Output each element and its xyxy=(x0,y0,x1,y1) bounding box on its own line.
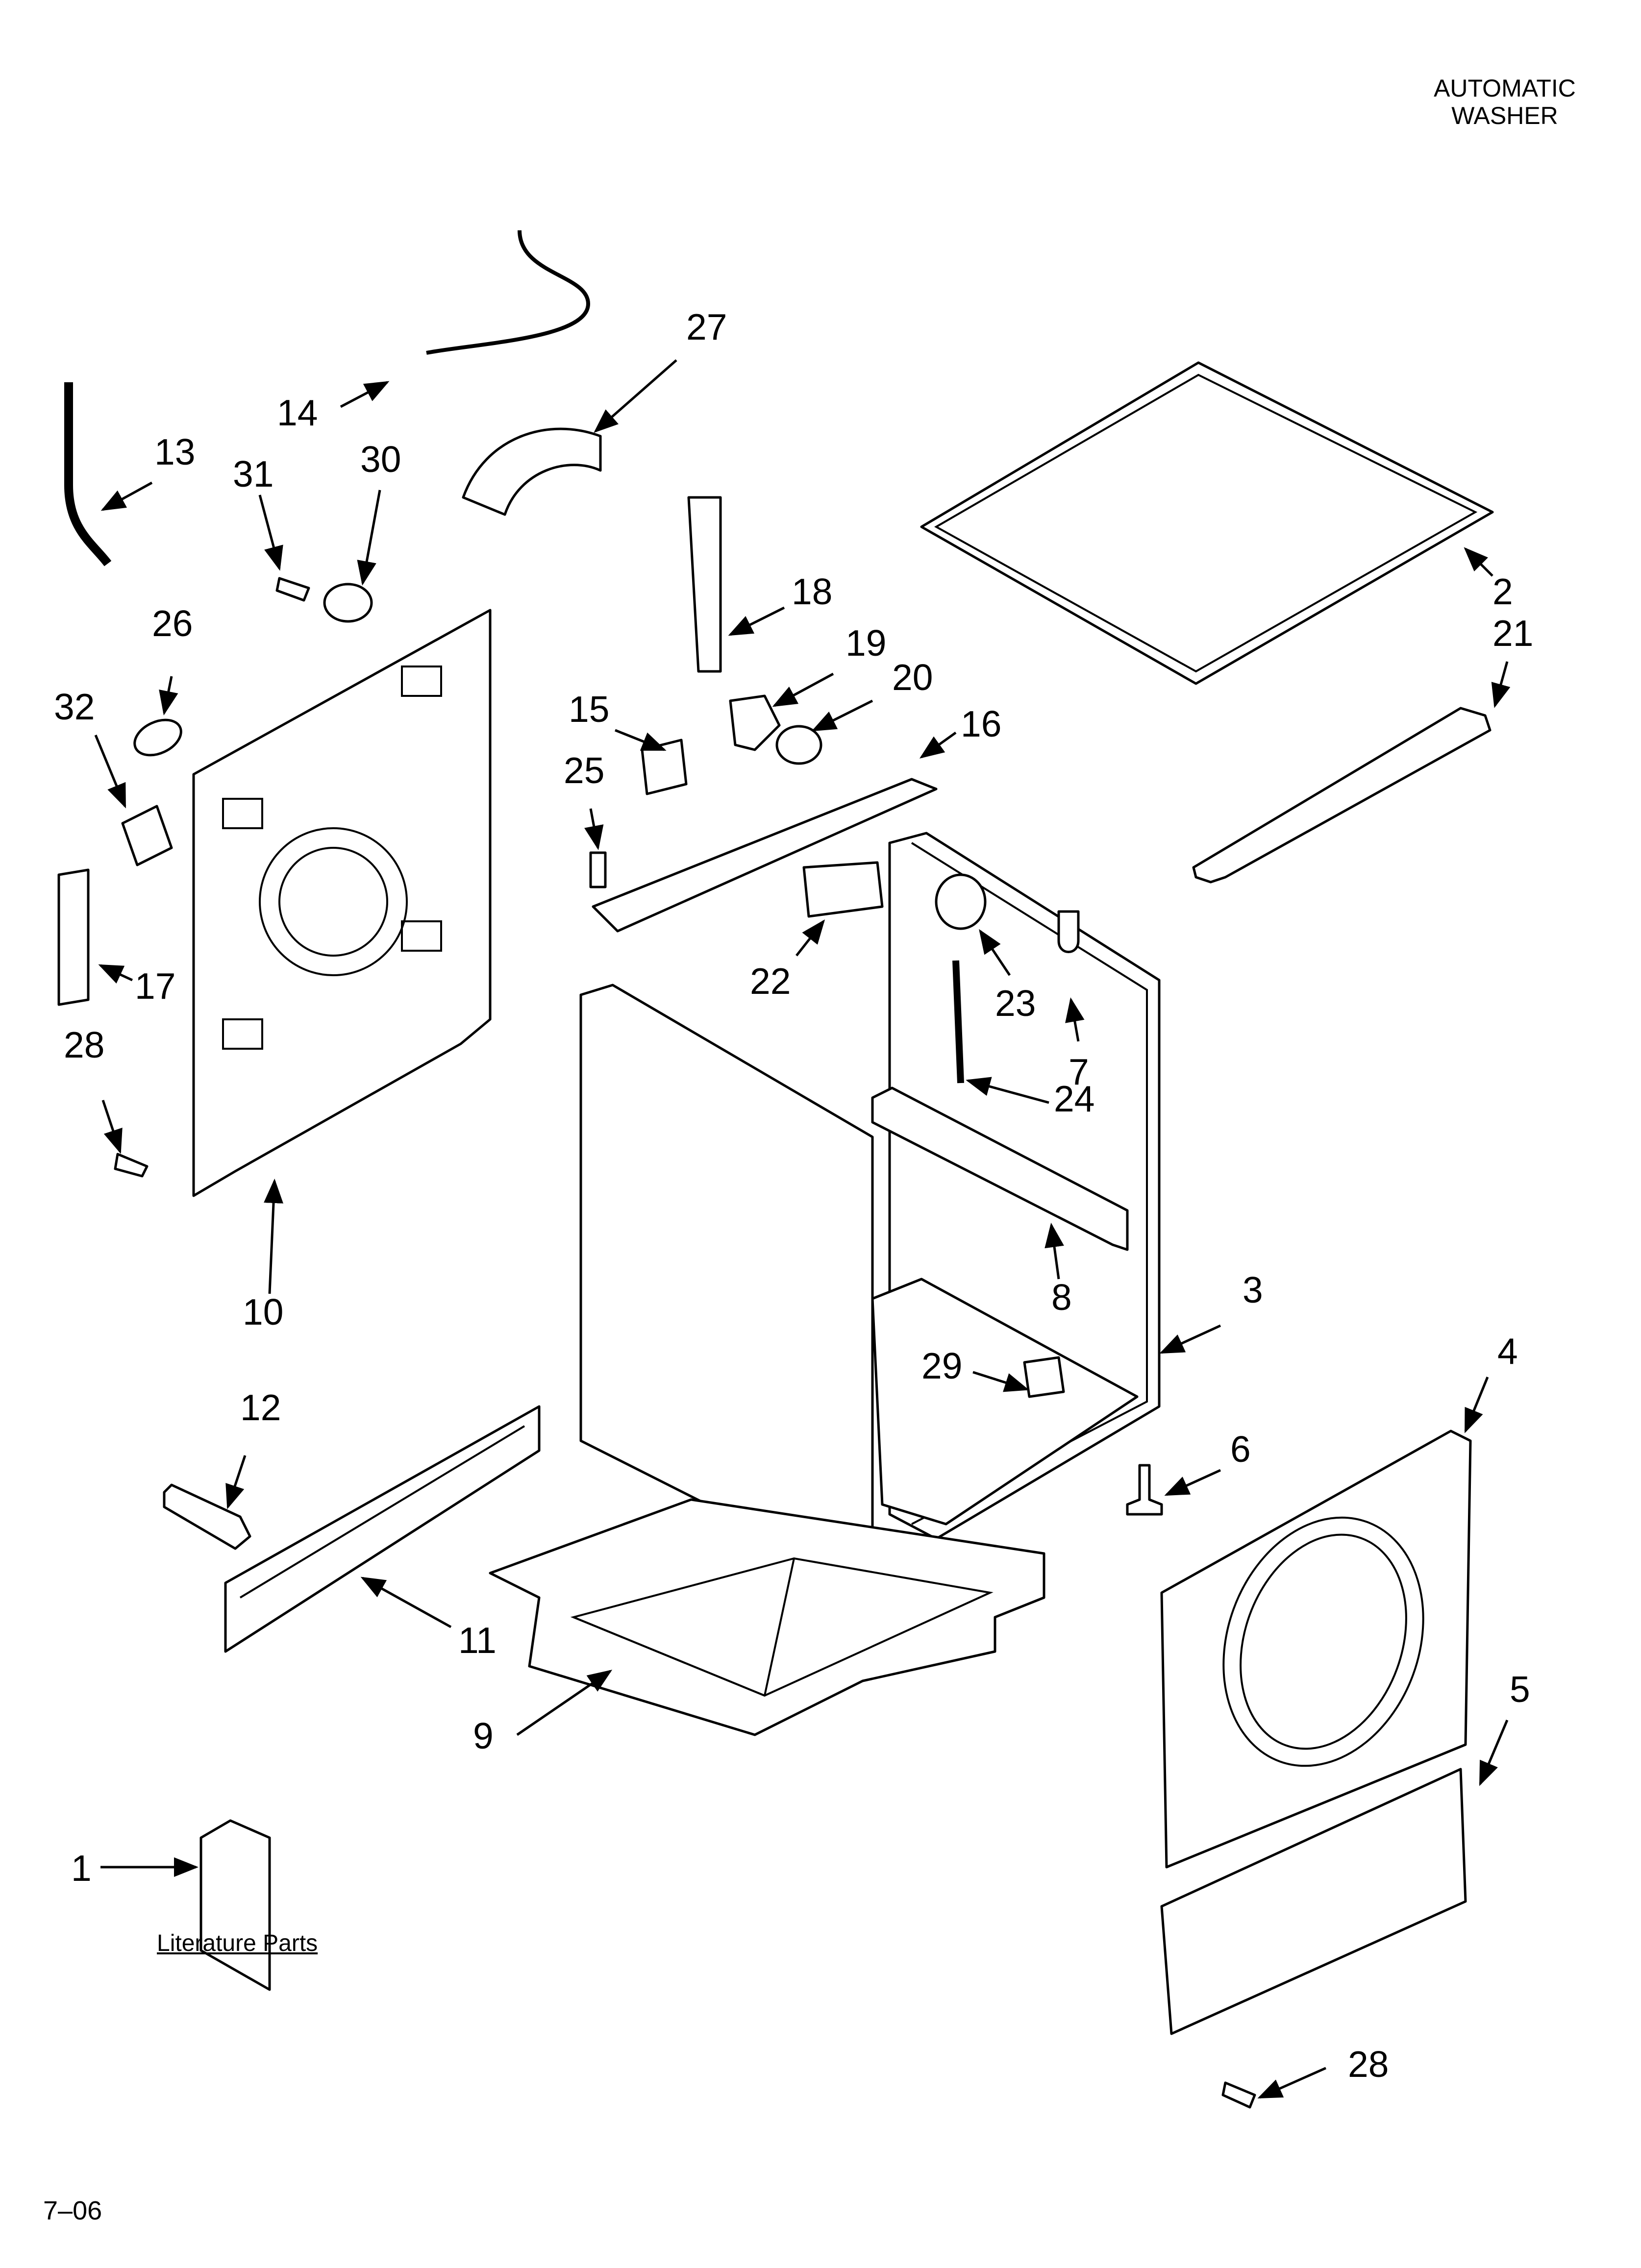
crossbar-part xyxy=(871,1086,1129,1251)
header-line-2: WASHER xyxy=(1451,102,1558,129)
callout-20: 20 xyxy=(892,657,933,698)
callout-15: 15 xyxy=(569,689,610,730)
callout-18: 18 xyxy=(792,571,833,612)
switch-part xyxy=(641,739,688,795)
callout-28: 28 xyxy=(64,1024,105,1065)
leader-arrows xyxy=(94,359,1511,2099)
base-pad-part xyxy=(489,1498,1045,1736)
callout-32: 32 xyxy=(54,686,95,727)
brace-part xyxy=(1192,707,1492,884)
callout-27: 27 xyxy=(686,306,727,347)
callout-5: 5 xyxy=(1510,1669,1530,1710)
callout-8: 8 xyxy=(1051,1277,1072,1318)
callout-16: 16 xyxy=(961,703,1002,744)
callout-14: 14 xyxy=(277,392,318,433)
callout-4: 4 xyxy=(1497,1331,1518,1372)
inlet-hose-part xyxy=(64,382,112,567)
literature-parts-label: Literature Parts xyxy=(157,1930,318,1956)
tube-part xyxy=(952,960,964,1084)
callout-25: 25 xyxy=(564,750,605,791)
callout-28-front: 28 xyxy=(1348,2044,1389,2085)
kick-panel-part xyxy=(1160,1768,1467,2035)
drain-hose-part xyxy=(687,496,722,673)
screw-part xyxy=(275,577,310,602)
diagram-header: AUTOMATIC WASHER xyxy=(1412,74,1598,129)
callout-6: 6 xyxy=(1230,1429,1251,1470)
rear-panel-part xyxy=(192,609,492,1197)
elbow-part xyxy=(729,694,781,751)
callout-24: 24 xyxy=(1054,1078,1095,1119)
clamp-part xyxy=(775,725,822,765)
base-rail-part xyxy=(224,1405,541,1653)
side-panel-part xyxy=(579,984,874,1589)
callout-31: 31 xyxy=(233,453,274,494)
bracket-part xyxy=(1057,910,1080,953)
callout-26: 26 xyxy=(152,603,193,644)
callout-19: 19 xyxy=(845,622,887,664)
top-cover-part xyxy=(920,361,1494,685)
callout-9: 9 xyxy=(473,1715,494,1756)
clip-part xyxy=(121,805,173,866)
header-line-1: AUTOMATIC xyxy=(1434,74,1576,102)
damper-part xyxy=(163,1483,251,1550)
hose-holder-part xyxy=(462,427,602,516)
callout-2: 2 xyxy=(1492,571,1513,612)
callout-11: 11 xyxy=(458,1620,497,1661)
callout-23: 23 xyxy=(995,983,1036,1024)
valve-part xyxy=(802,861,884,918)
grommet-part xyxy=(133,718,182,757)
hose-clip-part xyxy=(57,868,90,1006)
power-cord-part xyxy=(426,230,591,355)
callout-22: 22 xyxy=(750,961,791,1002)
top-channel-part xyxy=(592,778,938,933)
callout-13: 13 xyxy=(154,431,196,472)
callout-1: 1 xyxy=(71,1848,92,1889)
bracket-part xyxy=(1023,1356,1065,1398)
pressure-switch-part xyxy=(935,873,987,930)
callout-21: 21 xyxy=(1492,613,1534,654)
callout-10: 10 xyxy=(243,1291,284,1332)
leveling-leg-part xyxy=(1126,1464,1163,1516)
callout-30: 30 xyxy=(360,439,401,480)
callout-17: 17 xyxy=(135,965,176,1007)
literature-book-part xyxy=(199,1819,271,1991)
screw-part xyxy=(114,1153,149,1178)
callout-12: 12 xyxy=(240,1387,281,1428)
callout-7: 7 xyxy=(1069,1051,1089,1092)
page-code: 7–06 xyxy=(43,2196,102,2225)
screw-part xyxy=(589,851,607,888)
front-panel-part xyxy=(1160,1430,1472,1869)
callout-29: 29 xyxy=(921,1345,963,1386)
clamp-part xyxy=(323,583,373,623)
callout-3: 3 xyxy=(1243,1269,1263,1310)
screw-part xyxy=(1221,2081,1256,2109)
